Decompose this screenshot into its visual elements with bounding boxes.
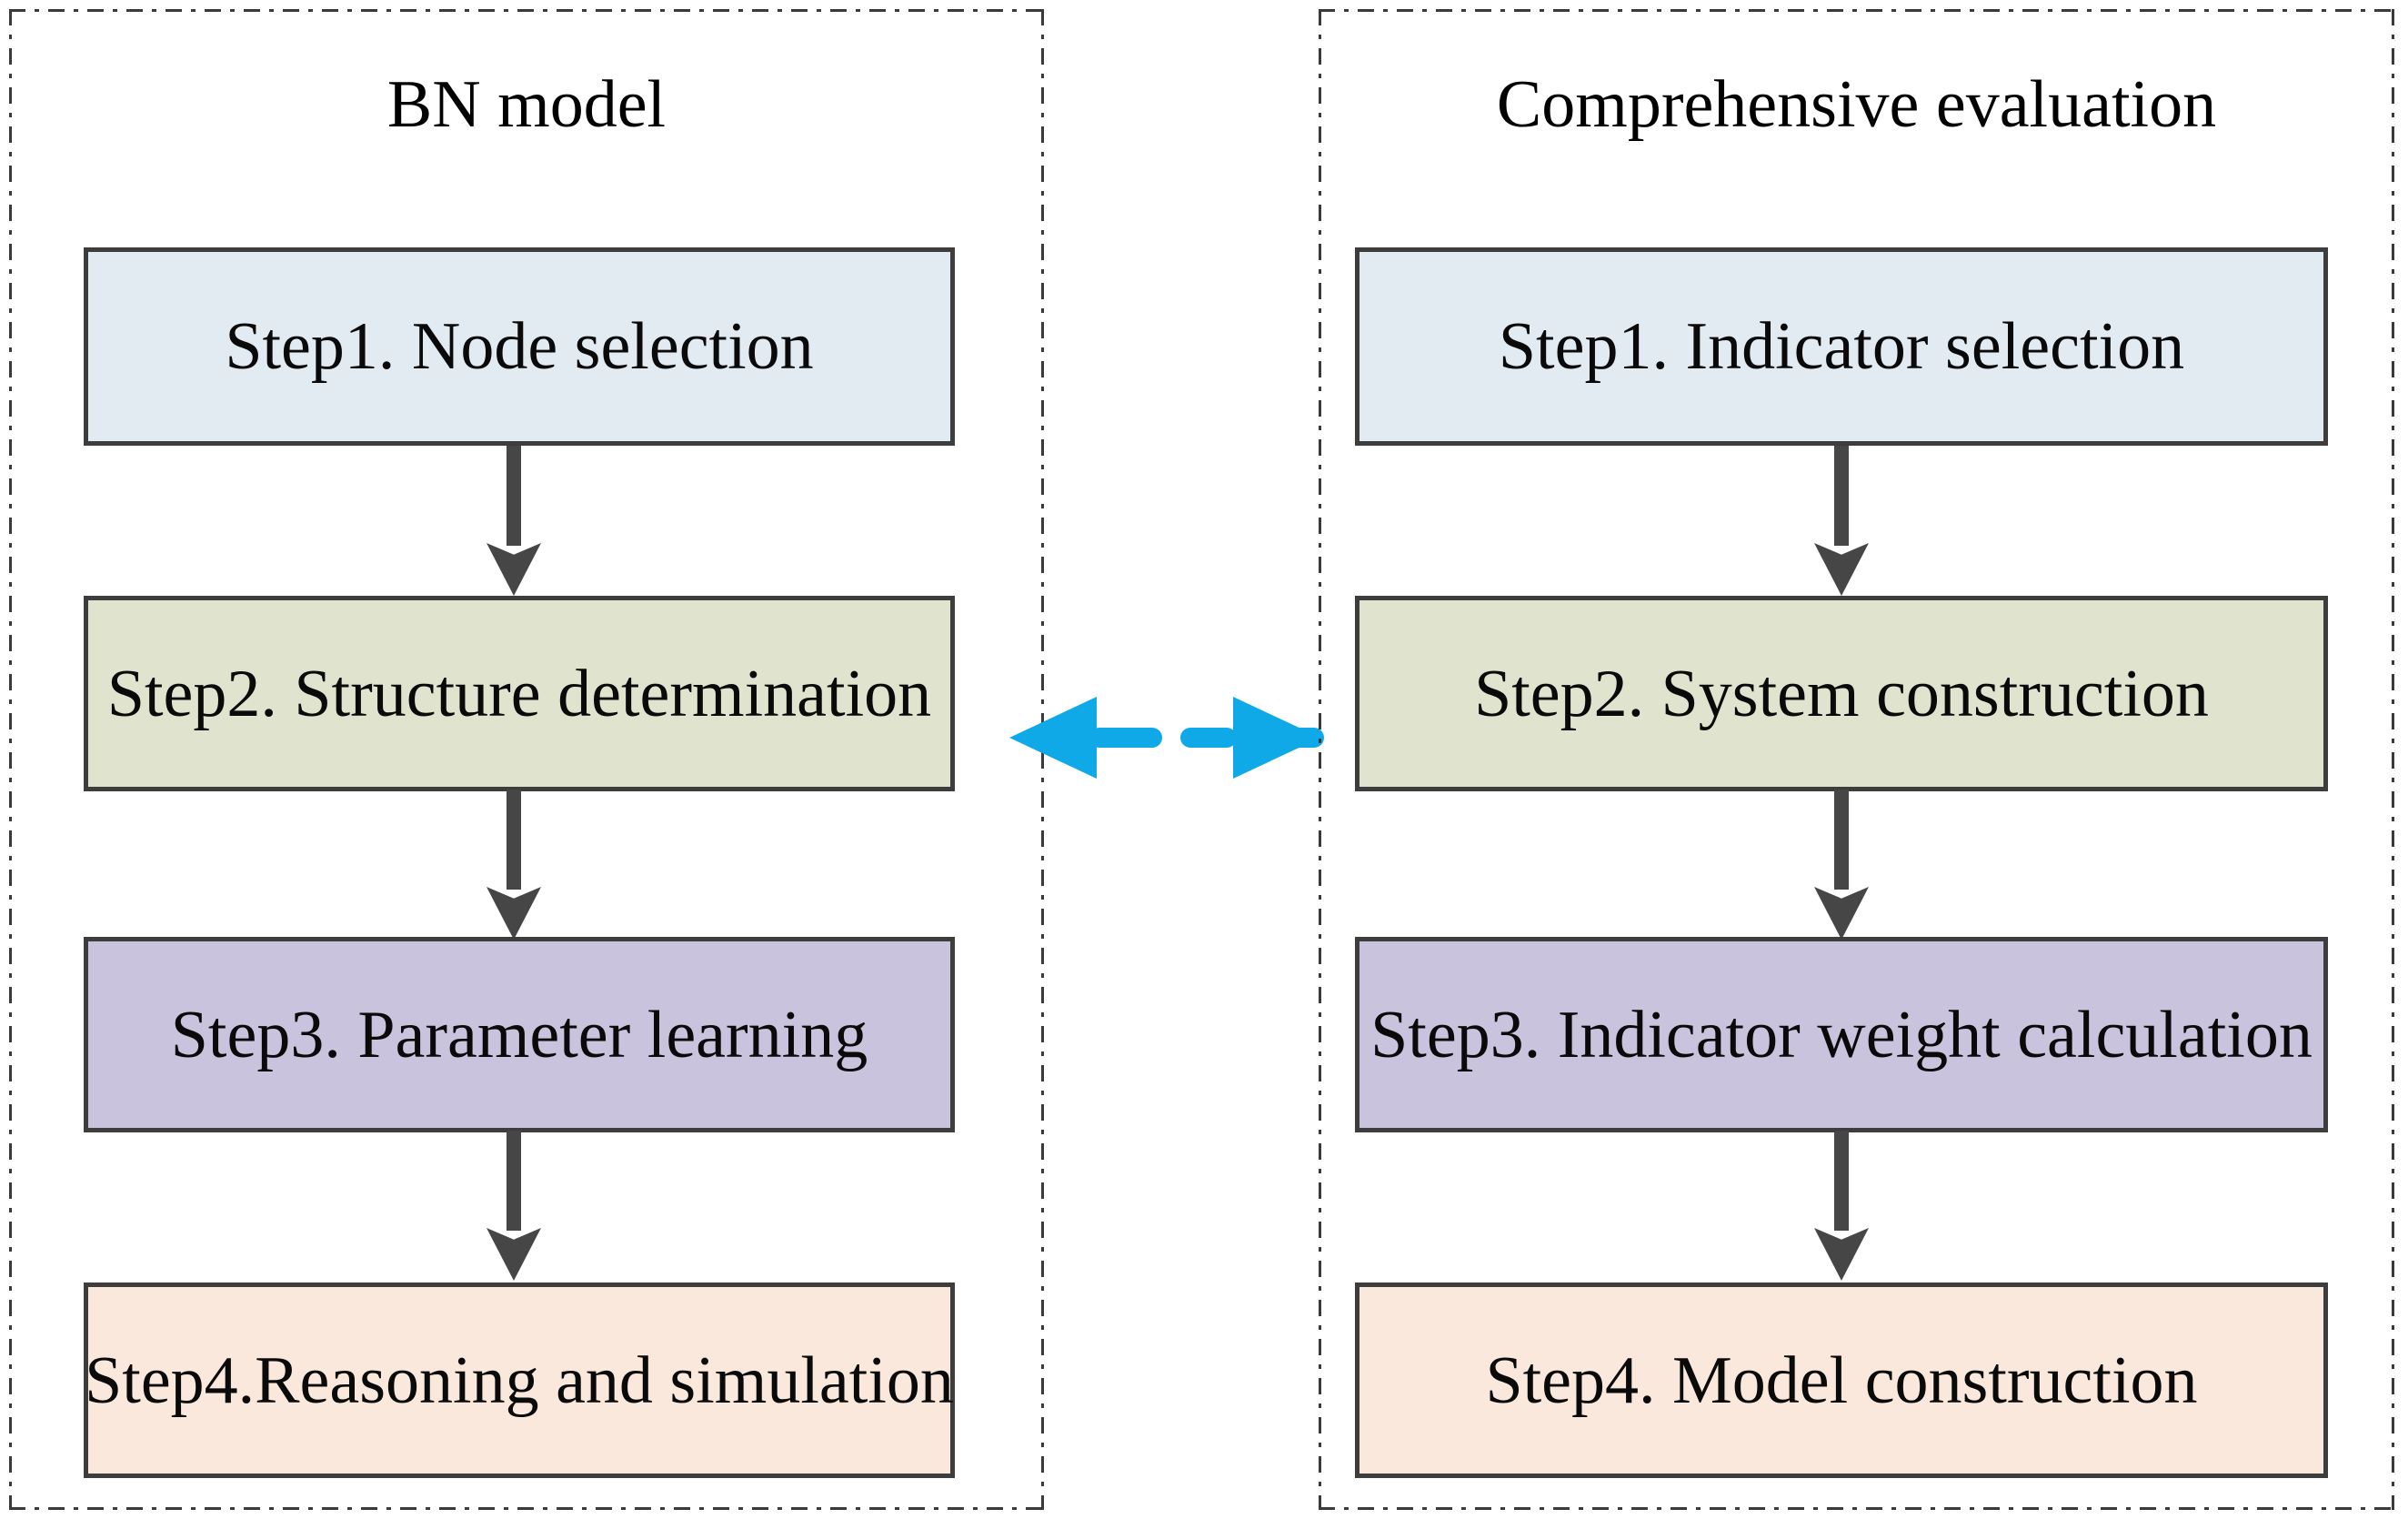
bidirectional-link-arrow	[1009, 696, 1324, 780]
step-box-ce-2-label: Step2. System construction	[1474, 656, 2209, 731]
arrow-bn-1-to-2	[487, 446, 541, 596]
step-box-ce-1-label: Step1. Indicator selection	[1498, 309, 2185, 384]
step-box-bn-1[interactable]: Step1. Node selection	[84, 247, 955, 446]
panel-border-bottom	[1319, 1507, 2394, 1510]
step-box-bn-4[interactable]: Step4.Reasoning and simulation	[84, 1283, 955, 1478]
step-box-ce-1[interactable]: Step1. Indicator selection	[1355, 247, 2328, 446]
step-box-bn-3-label: Step3. Parameter learning	[170, 997, 868, 1072]
step-box-ce-4[interactable]: Step4. Model construction	[1355, 1283, 2328, 1478]
panel-border-left	[9, 9, 12, 1510]
arrow-ce-3-to-4	[1814, 1131, 1869, 1281]
panel-border-top	[9, 9, 1044, 12]
panel-border-top	[1319, 9, 2394, 12]
panel-title-bn-model: BN model	[386, 67, 667, 142]
step-box-bn-2-label: Step2. Structure determination	[106, 656, 932, 731]
step-box-bn-2[interactable]: Step2. Structure determination	[84, 596, 955, 791]
link-dash-2	[1180, 728, 1237, 748]
step-box-ce-2[interactable]: Step2. System construction	[1355, 596, 2328, 791]
link-dash-3	[1246, 728, 1324, 748]
arrow-bn-3-to-4	[487, 1131, 541, 1281]
step-box-bn-4-label: Step4.Reasoning and simulation	[85, 1343, 954, 1418]
step-box-ce-4-label: Step4. Model construction	[1485, 1343, 2198, 1418]
panel-comprehensive-evaluation: Comprehensive evaluation Step1. Indicato…	[1319, 9, 2394, 1510]
panel-border-right	[1041, 9, 1044, 1510]
panel-border-right	[2392, 9, 2394, 1510]
link-arrowhead-left	[1009, 697, 1097, 779]
panel-border-left	[1319, 9, 1321, 1510]
panel-title-comprehensive-evaluation: Comprehensive evaluation	[1496, 67, 2217, 142]
panel-border-bottom	[9, 1507, 1044, 1510]
step-box-bn-3[interactable]: Step3. Parameter learning	[84, 937, 955, 1132]
step-box-bn-1-label: Step1. Node selection	[225, 309, 814, 384]
panel-bn-model: BN model Step1. Node selection Step2. St…	[9, 9, 1044, 1510]
arrow-bn-2-to-3	[487, 790, 541, 940]
step-box-ce-3[interactable]: Step3. Indicator weight calculation	[1355, 937, 2328, 1132]
link-dash-1	[1089, 728, 1162, 748]
step-box-ce-3-label: Step3. Indicator weight calculation	[1370, 997, 2313, 1072]
arrow-ce-1-to-2	[1814, 446, 1869, 596]
arrow-ce-2-to-3	[1814, 790, 1869, 940]
